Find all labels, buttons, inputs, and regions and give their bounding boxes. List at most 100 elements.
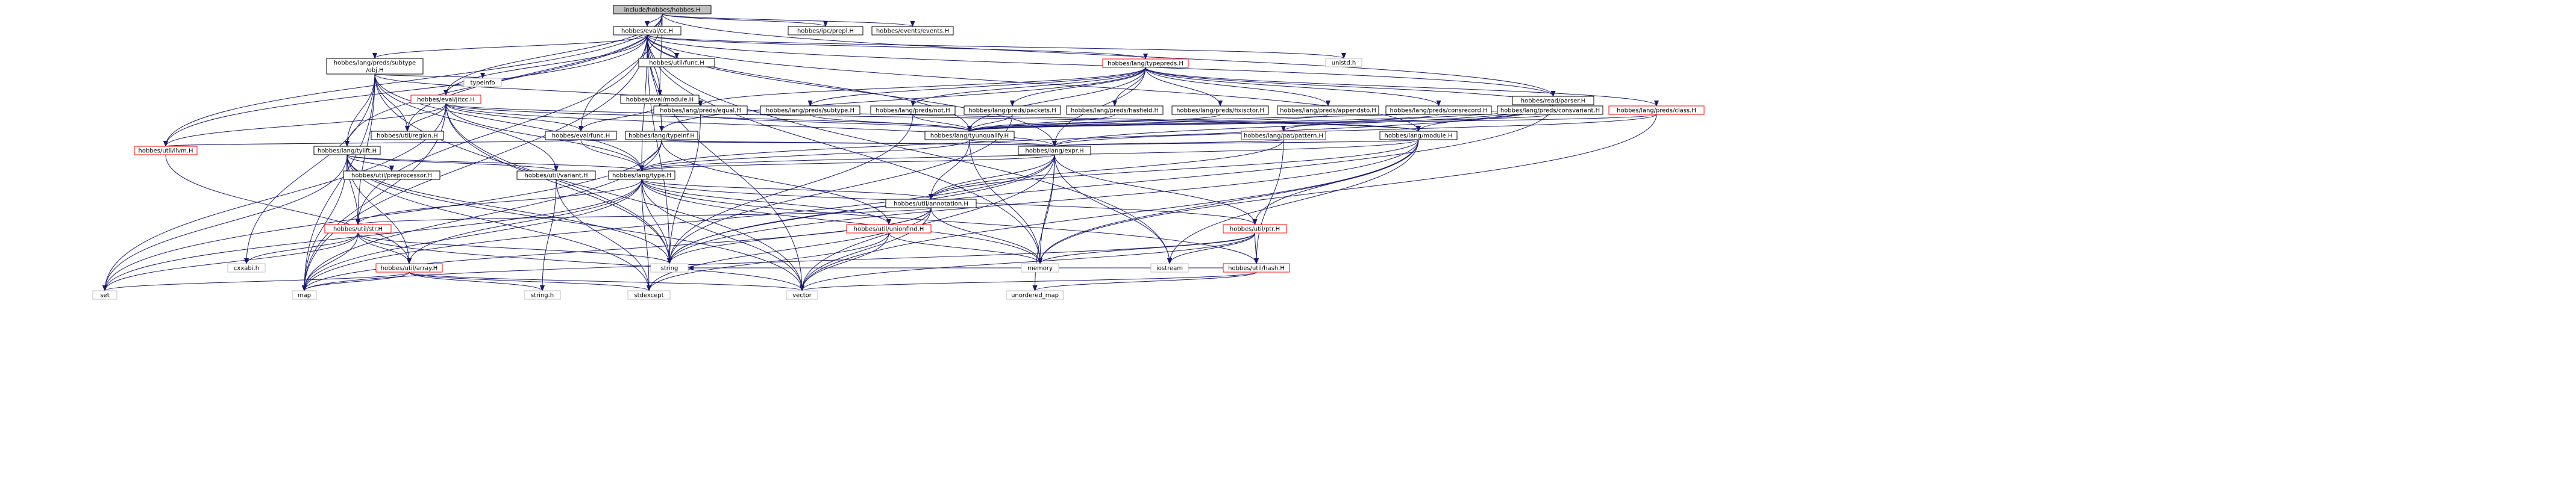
node-patpattern[interactable]: hobbes/lang/pat/pattern.H (1241, 131, 1326, 140)
edge-hash-to-vector (800, 272, 1257, 291)
node-ipcprepl[interactable]: hobbes/ipc/prepl.H (788, 26, 863, 36)
node-box (870, 105, 956, 115)
node-func[interactable]: hobbes/util/func.H (638, 58, 715, 67)
edge-predclass-to-expr (1052, 114, 1657, 147)
edge-tylift-to-type (346, 154, 644, 172)
edge-subtype-to-variant (374, 73, 559, 172)
node-box (1497, 105, 1603, 115)
node-fixisctor[interactable]: hobbes/lang/preds/fixisctor.H (1171, 105, 1269, 115)
node-box (92, 290, 118, 300)
edge-array-to-stringh (409, 272, 545, 291)
edge-jitcc-to-type (445, 103, 644, 172)
node-region[interactable]: hobbes/util/region.H (371, 131, 444, 140)
node-box (1021, 263, 1059, 273)
edge-type-to-unionfind (641, 179, 891, 225)
node-box (638, 58, 715, 67)
node-tylift[interactable]: hobbes/lang/tylift.H (313, 146, 381, 155)
node-consvariant[interactable]: hobbes/lang/preds/consvariant.H (1497, 105, 1603, 115)
node-label: string.h (531, 293, 554, 299)
node-evalmodule[interactable]: hobbes/eval/module.H (620, 95, 700, 104)
node-subtype[interactable]: hobbes/lang/preds/subtype/obj.H (326, 58, 424, 75)
edge-evalcc-to-unistd (647, 34, 1346, 59)
node-hash[interactable]: hobbes/util/hash.H (1223, 263, 1290, 273)
node-box (627, 290, 671, 300)
node-string: string (650, 263, 689, 273)
node-evalfunc[interactable]: hobbes/eval/func.H (545, 131, 617, 140)
node-prednot[interactable]: hobbes/lang/preds/not.H (870, 105, 956, 115)
edge-evalfunc-to-expr (580, 139, 1056, 147)
node-type[interactable]: hobbes/lang/type.H (608, 170, 675, 180)
node-evalcc[interactable]: hobbes/eval/cc.H (613, 26, 682, 36)
node-equal[interactable]: hobbes/lang/preds/equal.H (653, 105, 748, 115)
node-llvm[interactable]: hobbes/util/llvm.H (134, 146, 198, 155)
edge-tylift-to-variant (346, 154, 559, 172)
edge-ptr-to-map (302, 232, 1255, 291)
edge-expr-to-type (639, 154, 1055, 172)
node-packets[interactable]: hobbes/lang/preds/packets.H (964, 105, 1061, 115)
edge-readparser-to-type (639, 104, 1553, 172)
node-consrecord[interactable]: hobbes/lang/preds/consrecord.H (1385, 105, 1492, 115)
edge-root-to-evalmodule (657, 13, 663, 96)
node-layer: include/hobbes/hobbes.H hobbes/eval/cc.H h… (92, 5, 1705, 300)
edge-jitcc-to-expr (445, 103, 1057, 147)
node-label: set (100, 293, 109, 299)
node-tyunqualify[interactable]: hobbes/lang/tyunqualify.H (924, 131, 1015, 140)
edge-expr-to-vector (800, 154, 1055, 291)
node-readparser[interactable]: hobbes/read/parser.H (1512, 96, 1594, 105)
edge-root-to-ipcprepl (662, 13, 828, 27)
node-box (463, 78, 502, 87)
edge-array-to-vector (409, 272, 804, 291)
node-label: hobbes/lang/module.H (1384, 133, 1452, 140)
node-unionfind[interactable]: hobbes/util/unionfind.H (846, 224, 932, 234)
edge-typepreds-to-hasfield (1112, 67, 1146, 107)
edge-layer (102, 13, 1659, 291)
node-box (1102, 58, 1189, 68)
node-label: hobbes/lang/preds/consrecord.H (1390, 108, 1488, 114)
edge-jitcc-to-vector (445, 103, 804, 291)
node-ptr[interactable]: hobbes/util/ptr.H (1223, 224, 1287, 234)
edge-subtype-to-region (374, 73, 410, 132)
node-label: hobbes/lang/tylift.H (318, 148, 377, 155)
edge-predclass-to-tyunqualify (967, 114, 1657, 132)
node-jitcc[interactable]: hobbes/eval/jitcc.H (410, 95, 481, 104)
node-predsubtype[interactable]: hobbes/lang/preds/subtype.H (760, 105, 860, 115)
node-box (613, 26, 682, 36)
node-events[interactable]: hobbes/events/events.H (871, 26, 954, 36)
edge-typepreds-to-prednot (910, 67, 1146, 107)
node-str[interactable]: hobbes/util/str.H (324, 224, 392, 234)
node-root[interactable]: include/hobbes/hobbes.H (613, 5, 712, 14)
node-label: hobbes/util/hash.H (1228, 265, 1285, 272)
edge-typepreds-to-predclass (1145, 67, 1659, 107)
edge-predsubtype-to-tyunqualify (810, 114, 972, 132)
node-appendsto[interactable]: hobbes/lang/preds/appendsto.H (1277, 105, 1379, 115)
node-expr[interactable]: hobbes/lang/expr.H (1018, 146, 1091, 155)
node-box (1223, 263, 1290, 273)
node-typepreds[interactable]: hobbes/lang/typepreds.H (1102, 58, 1189, 68)
edge-consvariant-to-tyunqualify (967, 114, 1550, 132)
node-label: hobbes/util/func.H (649, 60, 704, 67)
node-label: hobbes/util/array.H (381, 265, 438, 272)
edge-ptr-to-memory (1038, 232, 1255, 264)
node-box (760, 105, 860, 115)
node-preprocessor[interactable]: hobbes/util/preprocessor.H (343, 170, 440, 180)
node-hasfield[interactable]: hobbes/lang/preds/hasfield.H (1066, 105, 1164, 115)
edge-typepreds-to-equal (698, 67, 1146, 107)
node-array[interactable]: hobbes/util/array.H (375, 263, 443, 273)
node-box (1171, 105, 1269, 115)
node-label: cxxabi.h (234, 265, 259, 272)
edge-str-to-array (357, 232, 412, 264)
edge-typeinf-to-expr (661, 139, 1056, 147)
node-box (650, 263, 689, 273)
node-variant[interactable]: hobbes/util/variant.H (516, 170, 596, 180)
edge-evalcc-to-llvm (163, 34, 648, 147)
edge-unionfind-to-memory (888, 232, 1042, 264)
edge-type-to-array (407, 179, 642, 264)
edge-tylift-to-preprocessor (346, 154, 394, 172)
node-langmodule[interactable]: hobbes/lang/module.H (1379, 131, 1458, 140)
node-cxxabi: cxxabi.h (227, 263, 266, 273)
node-typeinf[interactable]: hobbes/lang/typeinf.H (625, 131, 698, 140)
node-annotation[interactable]: hobbes/util/annotation.H (885, 199, 977, 208)
edge-str-to-map (302, 232, 359, 291)
node-predclass[interactable]: hobbes/lang/preds/class.H (1608, 105, 1705, 115)
